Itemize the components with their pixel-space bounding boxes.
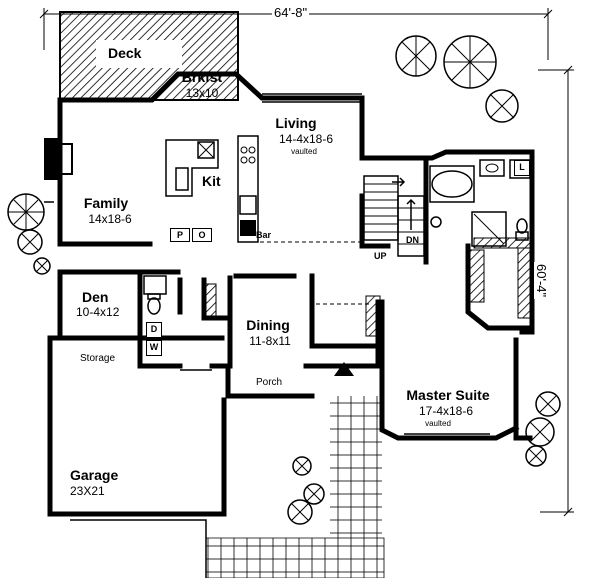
windows xyxy=(44,93,490,435)
entry-arrow xyxy=(334,362,354,376)
stairs-down-label: DN xyxy=(406,235,419,245)
driveway-edge xyxy=(70,519,207,578)
room-size-dining: 11-8x11 xyxy=(249,334,291,348)
fireplace xyxy=(44,138,60,180)
room-size-family: 14x18-6 xyxy=(88,212,132,226)
room-note-living: vaulted xyxy=(291,147,317,156)
washer-label: W xyxy=(146,340,162,356)
landscaping xyxy=(7,35,561,525)
room-label-master-suite: Master Suite xyxy=(406,387,490,403)
kitchen-island xyxy=(165,139,219,197)
stairs-up-label: UP xyxy=(374,251,387,261)
depth-dimension-line xyxy=(538,65,574,517)
front-steps xyxy=(205,537,385,578)
walkway xyxy=(330,396,382,538)
room-size-breakfast: 13x10 xyxy=(185,86,219,100)
room-label-breakfast: Brkfst xyxy=(181,69,223,85)
room-label-deck: Deck xyxy=(108,45,142,61)
room-size-living: 14-4x18-6 xyxy=(278,132,334,146)
closet-shelf xyxy=(205,283,217,317)
room-label-kitchen: Kit xyxy=(202,173,221,189)
room-size-garage: 23X21 xyxy=(70,484,105,498)
room-label-den: Den xyxy=(82,289,109,305)
pantry-label-p: P xyxy=(170,228,190,242)
room-label-garage: Garage xyxy=(70,467,119,483)
kitchen-counter xyxy=(237,135,259,243)
room-label-living: Living xyxy=(275,115,317,131)
room-size-master-suite: 17-4x18-6 xyxy=(418,404,474,418)
pantry-label-o: O xyxy=(192,228,212,242)
interior-walls xyxy=(61,155,535,399)
room-label-family: Family xyxy=(83,195,129,211)
room-label-porch: Porch xyxy=(256,377,283,388)
stairs xyxy=(363,175,425,257)
depth-dimension-label: 60'-4" xyxy=(534,262,549,300)
half-bath xyxy=(143,275,167,315)
bar-label: Bar xyxy=(256,230,272,240)
laundry-chute-label: L xyxy=(514,160,530,176)
closet-shelf xyxy=(365,295,381,337)
master-bath xyxy=(429,159,533,319)
width-dimension-label: 64'-8" xyxy=(272,5,310,20)
room-label-storage: Storage xyxy=(80,353,116,364)
dryer-label: D xyxy=(146,322,162,338)
room-note-master-suite: vaulted xyxy=(425,419,451,428)
room-size-den: 10-4x12 xyxy=(76,305,120,319)
room-label-dining: Dining xyxy=(246,317,290,333)
exterior-walls xyxy=(47,71,535,517)
